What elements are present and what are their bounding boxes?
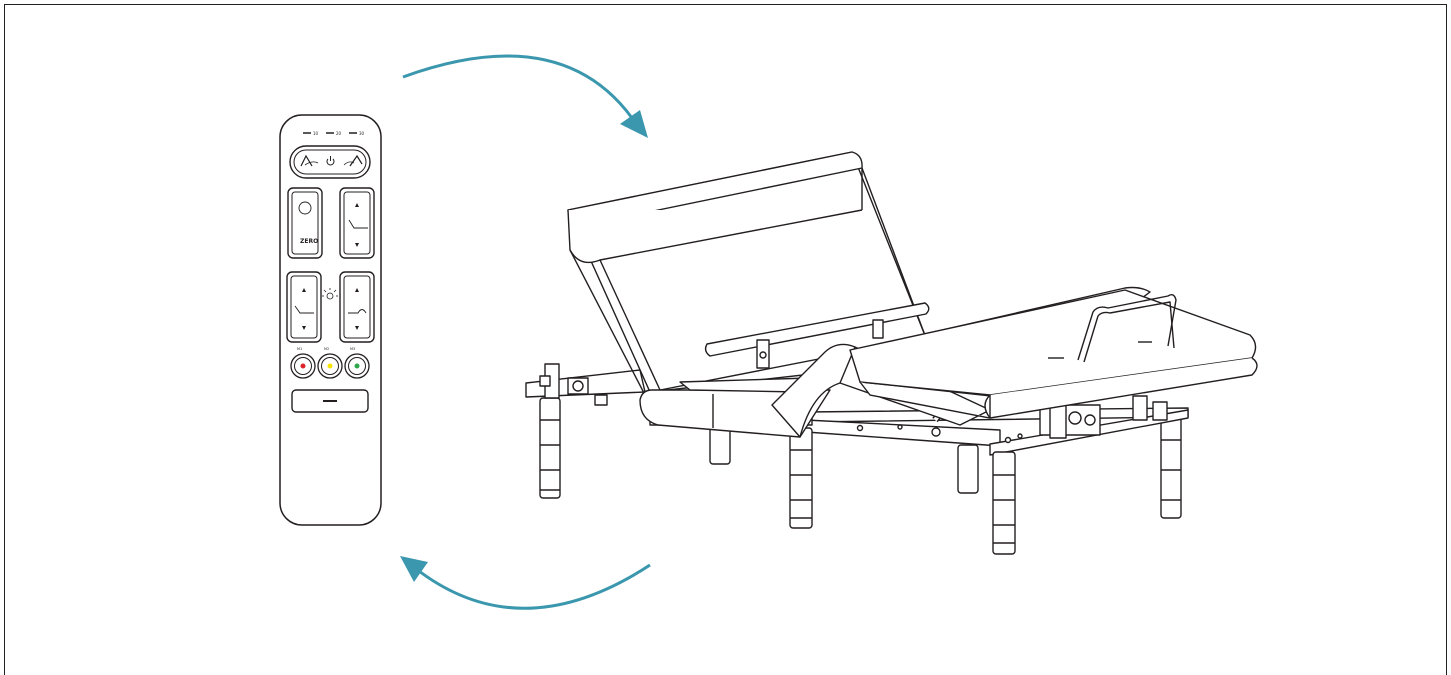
down-arrow-icon (355, 326, 359, 330)
timer-label: 30 (359, 131, 365, 136)
lumbar-rocker-button[interactable] (339, 271, 375, 343)
zero-g-icon (298, 201, 312, 215)
foot-icon (294, 305, 314, 314)
head-rocker-button[interactable] (339, 187, 375, 259)
antisnore-icon (349, 154, 363, 167)
bed-leg (789, 427, 813, 529)
bottom-button[interactable] (291, 389, 369, 413)
adjustable-bed (525, 151, 1258, 555)
up-arrow-icon (355, 203, 359, 207)
memory-label: M1 (297, 347, 302, 351)
bed-leg (992, 451, 1016, 555)
top-button-bar[interactable] (289, 145, 371, 179)
remote-control: 10 20 30 ZERO (279, 114, 382, 526)
memory-label: M2 (324, 347, 329, 351)
down-arrow-icon (355, 243, 359, 247)
memory-button-yellow[interactable] (317, 353, 343, 379)
bed-leg (539, 397, 561, 499)
zero-g-label: ZERO (300, 238, 318, 245)
zero-g-button[interactable]: ZERO (287, 187, 323, 259)
memory-button-red[interactable] (290, 353, 316, 379)
down-arrow-icon (302, 326, 306, 330)
red-dot-icon (300, 363, 306, 369)
green-dot-icon (354, 363, 360, 369)
bed-foot-retainer (1048, 293, 1177, 363)
foot-rocker-button[interactable] (286, 271, 322, 343)
memory-button-green[interactable] (344, 353, 370, 379)
timer-label: 20 (336, 131, 342, 136)
diagram-frame (4, 4, 1447, 675)
power-icon (326, 156, 335, 166)
flat-icon (304, 161, 319, 166)
arrowhead-icon (620, 110, 648, 138)
bed-foot-section (849, 289, 1258, 419)
head-icon (348, 219, 368, 229)
up-arrow-icon (302, 288, 306, 292)
bed-seat-section (639, 373, 831, 438)
rotate-arrow-top (402, 54, 648, 138)
antisnore-icon (343, 161, 355, 166)
bed-handle-bar (704, 302, 930, 369)
up-arrow-icon (355, 288, 359, 292)
arrowhead-icon (400, 556, 428, 582)
rotate-arrow-bottom (400, 556, 651, 610)
light-icon (322, 288, 338, 300)
yellow-dot-icon (327, 363, 333, 369)
timer-label: 10 (313, 131, 319, 136)
lumbar-icon (348, 309, 367, 314)
memory-label: M3 (350, 347, 355, 351)
